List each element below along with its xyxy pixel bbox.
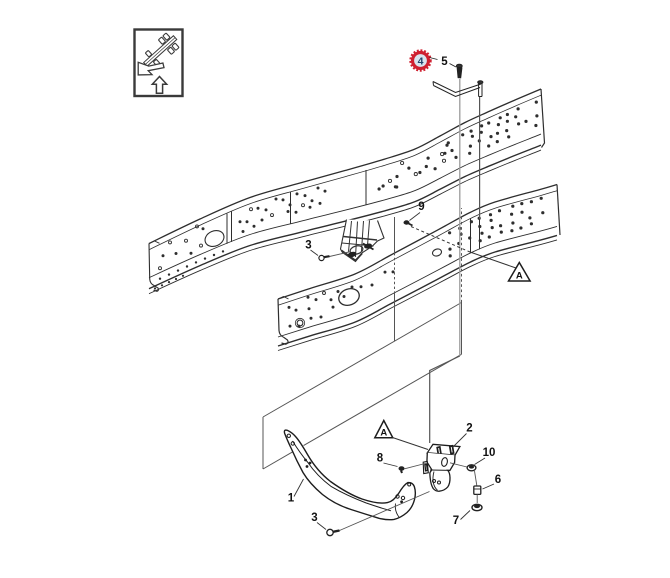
svg-text:9: 9 [418,201,424,213]
svg-text:2: 2 [466,423,472,435]
svg-text:5: 5 [441,56,448,68]
svg-text:A: A [380,427,387,438]
svg-text:6: 6 [495,474,501,486]
svg-text:3: 3 [305,240,311,252]
svg-text:7: 7 [453,515,459,527]
svg-text:3: 3 [311,512,317,524]
svg-text:A: A [516,271,523,282]
svg-text:10: 10 [483,447,496,459]
svg-text:1: 1 [288,493,295,505]
svg-text:8: 8 [377,453,384,465]
svg-text:4: 4 [418,55,424,67]
